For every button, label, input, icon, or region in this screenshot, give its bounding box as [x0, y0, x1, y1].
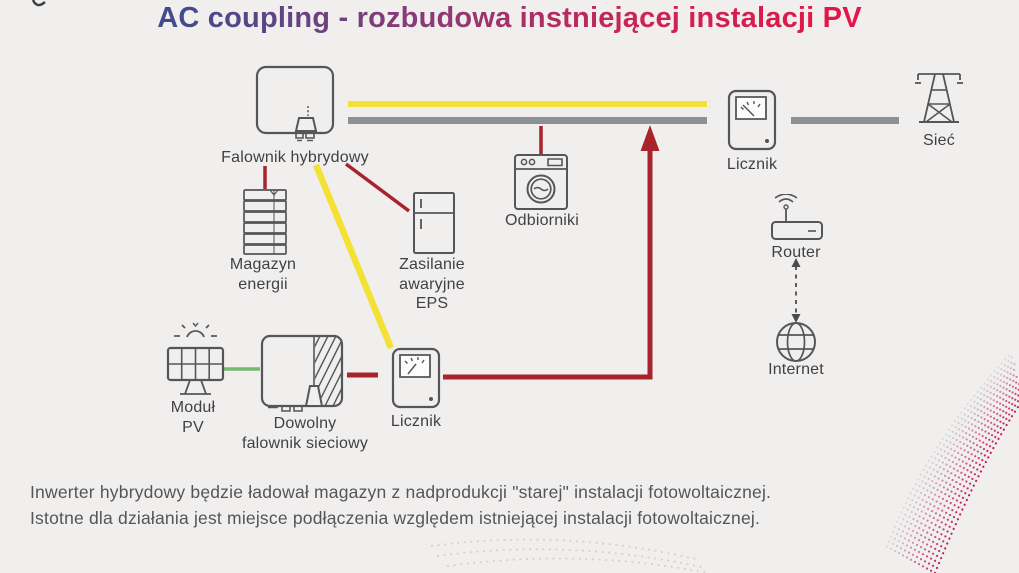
pv-module-label-line2: PV — [182, 418, 204, 436]
router-icon — [770, 194, 836, 242]
grid-inverter-label: Dowolny falownik sieciowy — [215, 414, 395, 453]
pv-module-label-line1: Moduł — [170, 399, 216, 416]
eps-label: Zasilanie awaryjne EPS — [382, 255, 482, 314]
grid-inverter-node — [260, 334, 346, 416]
footer-note: Inwerter hybrydowy będzie ładował magazy… — [30, 479, 930, 531]
loads-node — [513, 153, 569, 211]
globe-icon — [774, 320, 818, 364]
meter-top-node — [727, 89, 777, 153]
pv-module-label: Moduł PV — [158, 398, 228, 437]
eps-label-line1: Zasilanie — [399, 256, 465, 273]
battery-label-line2: energii — [238, 275, 288, 293]
hybrid-inverter-label: Falownik hybrydowy — [221, 149, 369, 166]
power-tower-icon — [910, 66, 968, 130]
grid-inverter-label-line1: Dowolny — [273, 415, 337, 432]
meter-bottom-node — [391, 347, 441, 411]
meter-top-label: Licznik — [726, 156, 778, 173]
grid-label: Sieć — [923, 132, 955, 149]
meter-icon — [727, 89, 777, 153]
battery-node — [241, 188, 289, 256]
grid-inverter-label-line2: falownik sieciowy — [241, 434, 369, 452]
footer-line2: Istotne dla działania jest miejsce podłą… — [30, 508, 761, 528]
router-node — [770, 194, 836, 242]
meter-icon — [391, 347, 441, 411]
grid-inverter-icon — [260, 334, 346, 416]
solar-panel-icon — [160, 320, 228, 400]
inverter-to-meter-yellow-line — [312, 163, 395, 350]
eps-node — [412, 191, 456, 255]
hybrid-inverter-node — [255, 65, 337, 145]
eps-icon — [412, 191, 456, 255]
page-title: AC coupling - rozbudowa instniejącej ins… — [0, 0, 1019, 36]
battery-label-line1: Magazyn — [229, 256, 297, 273]
meter-bottom-label: Licznik — [390, 413, 442, 430]
eps-label-line3: EPS — [415, 295, 449, 313]
internet-node — [774, 320, 818, 364]
pv-module-node — [160, 320, 228, 400]
washing-machine-icon — [513, 153, 569, 211]
hybrid-inverter-icon — [255, 65, 337, 145]
eps-label-line2: awaryjne — [399, 275, 465, 293]
router-label: Router — [771, 244, 821, 261]
battery-icon — [241, 188, 289, 256]
footer-line1: Inwerter hybrydowy będzie ładował magazy… — [30, 482, 772, 502]
battery-label: Magazyn energii — [213, 255, 313, 294]
grid-node — [910, 66, 968, 130]
red-arrowhead-icon — [640, 125, 660, 151]
internet-label: Internet — [768, 361, 824, 378]
inverter-to-eps-line — [344, 162, 411, 213]
loads-label: Odbiorniki — [504, 212, 580, 229]
